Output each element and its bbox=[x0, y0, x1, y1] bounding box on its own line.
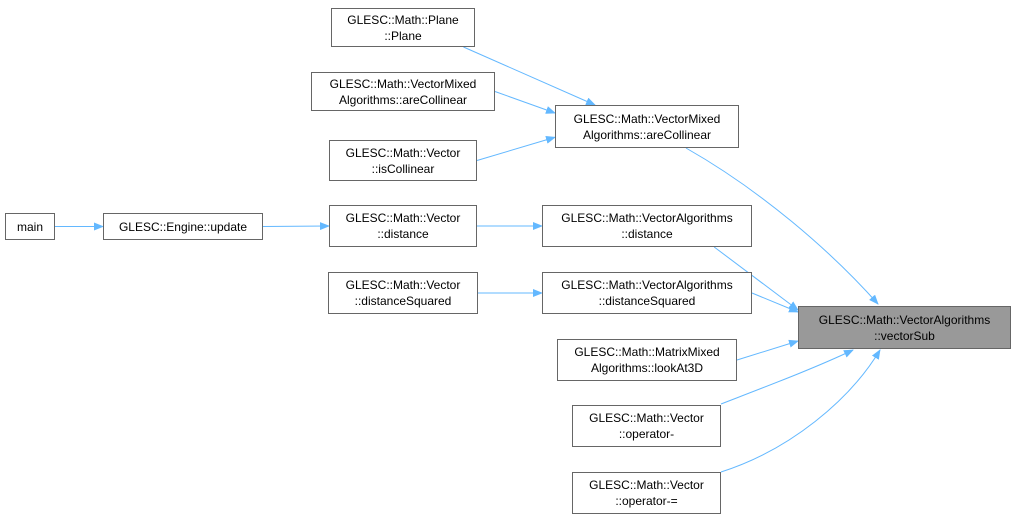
node-label-line1: GLESC::Math::Vector bbox=[589, 478, 704, 492]
edge-vma_arecollinear_a-to-vma_arecollinear_b bbox=[494, 91, 556, 114]
node-plane-constructor[interactable]: GLESC::Math::Plane ::Plane bbox=[331, 8, 475, 47]
node-label-line1: GLESC::Math::VectorAlgorithms bbox=[818, 312, 991, 327]
node-label-line1: GLESC::Math::Vector bbox=[345, 278, 461, 292]
node-vector-operator-minus[interactable]: GLESC::Math::Vector ::operator- bbox=[572, 405, 721, 447]
edge-vector_opminuseq-to-va_vectorsub bbox=[720, 349, 881, 473]
node-label-line2: ::distance bbox=[621, 227, 673, 241]
edge-vector_iscollinear-to-vma_arecollinear_b bbox=[476, 135, 556, 161]
node-label-line2: Algorithms::areCollinear bbox=[338, 92, 468, 107]
node-label-line2: ::distance bbox=[377, 227, 429, 241]
node-label-line1: GLESC::Math::Plane bbox=[347, 12, 459, 27]
node-vectoralgorithms-vectorsub: GLESC::Math::VectorAlgorithms ::vectorSu… bbox=[798, 306, 1011, 349]
node-label-line2: Algorithms::areCollinear bbox=[582, 127, 712, 142]
node-vectormixed-arecollinear-caller[interactable]: GLESC::Math::VectorMixed Algorithms::are… bbox=[311, 72, 495, 111]
node-label-line2: ::distanceSquared bbox=[354, 294, 452, 308]
node-label-line2: Algorithms::lookAt3D bbox=[590, 361, 704, 375]
node-engine-update[interactable]: GLESC::Engine::update bbox=[103, 213, 263, 240]
node-vectormixed-arecollinear[interactable]: GLESC::Math::VectorMixed Algorithms::are… bbox=[555, 105, 739, 148]
edge-mma_lookat3d-to-va_vectorsub bbox=[736, 339, 799, 361]
node-label-line1: GLESC::Math::Vector bbox=[345, 145, 461, 160]
node-label-line1: main bbox=[16, 219, 43, 234]
node-vectoralgorithms-distance[interactable]: GLESC::Math::VectorAlgorithms ::distance bbox=[542, 205, 752, 247]
node-vectoralgorithms-distancesquared[interactable]: GLESC::Math::VectorAlgorithms ::distance… bbox=[542, 272, 752, 314]
node-label-line1: GLESC::Math::VectorAlgorithms bbox=[561, 211, 733, 225]
node-label-line2: ::operator-= bbox=[615, 494, 678, 508]
node-label-line2: ::distanceSquared bbox=[598, 294, 696, 308]
node-label-line1: GLESC::Math::VectorMixed bbox=[329, 76, 477, 91]
edge-vector_opminus-to-va_vectorsub bbox=[720, 349, 854, 405]
node-label-line1: GLESC::Engine::update bbox=[118, 219, 248, 234]
edge-va_distance-to-va_vectorsub bbox=[713, 246, 799, 311]
node-label-line1: GLESC::Math::MatrixMixed bbox=[574, 345, 720, 359]
edge-engine_update-to-vector_distance bbox=[262, 222, 330, 231]
node-label-line2: ::isCollinear bbox=[371, 161, 435, 176]
node-label-line1: GLESC::Math::VectorAlgorithms bbox=[561, 278, 733, 292]
node-matrixmixed-lookat3d[interactable]: GLESC::Math::MatrixMixed Algorithms::loo… bbox=[557, 339, 737, 381]
node-vector-distance[interactable]: GLESC::Math::Vector ::distance bbox=[329, 205, 477, 247]
edge-va_distancesq-to-va_vectorsub bbox=[751, 292, 799, 313]
node-label-line1: GLESC::Math::VectorMixed bbox=[573, 111, 721, 126]
node-label-line2: ::operator- bbox=[618, 427, 675, 441]
edge-vma_arecollinear_b-to-va_vectorsub bbox=[685, 147, 879, 305]
node-label-line2: ::vectorSub bbox=[874, 328, 935, 343]
node-vector-iscollinear[interactable]: GLESC::Math::Vector ::isCollinear bbox=[329, 140, 477, 181]
node-vector-operator-minus-equals[interactable]: GLESC::Math::Vector ::operator-= bbox=[572, 472, 721, 514]
node-main[interactable]: main bbox=[5, 213, 55, 240]
edge-plane_ctor-to-vma_arecollinear_b bbox=[463, 46, 596, 106]
node-vector-distancesquared[interactable]: GLESC::Math::Vector ::distanceSquared bbox=[328, 272, 478, 314]
node-label-line1: GLESC::Math::Vector bbox=[589, 411, 704, 425]
node-label-line2: ::Plane bbox=[384, 28, 422, 43]
node-label-line1: GLESC::Math::Vector bbox=[345, 211, 461, 225]
